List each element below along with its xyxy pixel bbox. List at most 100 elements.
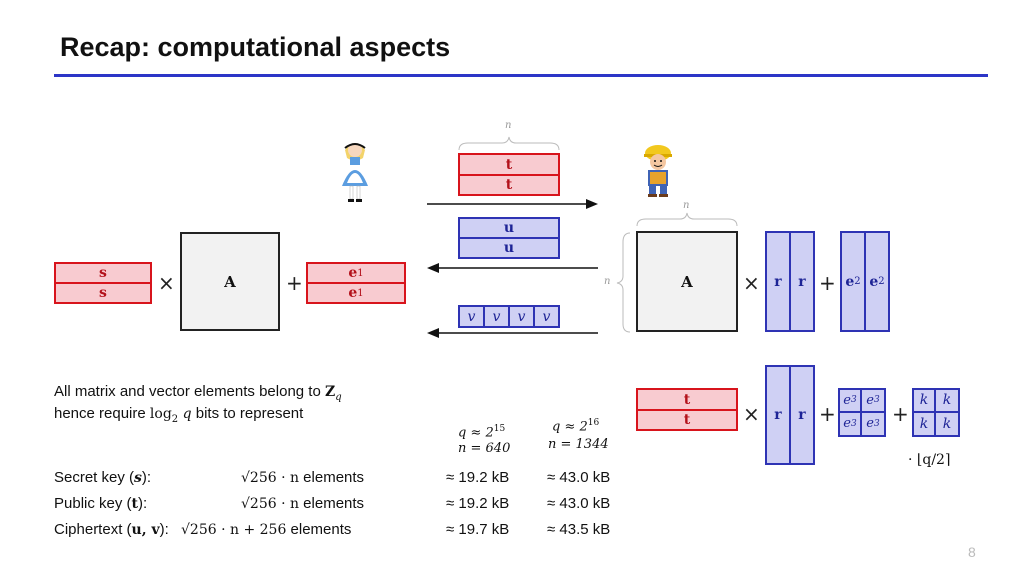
e1-sub: 1: [357, 267, 364, 279]
param-q-2-text: q ≈ 2: [552, 419, 588, 435]
param-n-2: n = 1344: [548, 437, 609, 452]
r-col-1: r: [767, 367, 791, 463]
plus-operator: +: [286, 271, 303, 295]
public-key-t-vector: t t: [458, 153, 560, 196]
size-formula-ciphertext: √256 · n + 256 elements: [181, 521, 351, 538]
e1-label: e: [348, 285, 358, 301]
param-n-1: n = 640: [458, 441, 511, 456]
v-cell-4: v: [542, 308, 551, 325]
e3-sub: 3: [873, 418, 880, 429]
t-row-2: t: [505, 177, 513, 193]
note-line-2: hence require log2 q bits to represent: [54, 405, 303, 425]
e2-sub: 2: [878, 276, 885, 287]
note-line-1: All matrix and vector elements belong to…: [54, 383, 342, 403]
v-cell-3: v: [510, 307, 535, 326]
u-row-2: u: [503, 240, 515, 256]
note-line-2-text: hence require: [54, 405, 150, 422]
s-row-2: s: [99, 285, 107, 301]
e2-label: e: [845, 273, 855, 290]
page-title: Recap: computational aspects: [60, 32, 451, 62]
times-operator: ×: [743, 402, 760, 426]
e3-sub: 3: [850, 395, 857, 406]
r-col-1: r: [767, 233, 791, 330]
plus-operator: +: [819, 402, 836, 426]
times-operator: ×: [743, 271, 760, 295]
size-unit: elements: [299, 495, 365, 512]
t-row-1: t: [460, 155, 558, 176]
arrow-left-v: [427, 328, 598, 338]
u-row-1: u: [460, 219, 558, 239]
size-close: ):: [138, 495, 148, 512]
randomness-r-matrix: r r: [765, 231, 815, 332]
size-formula-public-key: √256 · n elements: [241, 495, 364, 512]
e3-label: e: [866, 392, 874, 408]
dimension-n-left: n: [604, 276, 611, 287]
k-cell: k: [914, 390, 936, 413]
e3-label: e: [866, 416, 874, 432]
e2-sub: 2: [854, 276, 861, 287]
v-cell-2: v: [485, 307, 510, 326]
r-col-2: r: [798, 407, 806, 423]
log-base: 2: [171, 414, 179, 425]
e3-sub: 3: [850, 418, 857, 429]
k-cell: k: [942, 415, 952, 432]
size-row-secret-key: Secret key (s):: [54, 469, 151, 486]
size-v1-ciphertext: ≈ 19.7 kB: [446, 521, 510, 538]
size-label: Public key (: [54, 495, 132, 512]
e3-label: e: [843, 392, 851, 408]
plus-operator: +: [892, 402, 909, 426]
size-formula-secret-key: √256 · n elements: [241, 469, 364, 486]
matrix-a-alice: A: [180, 232, 280, 331]
size-v2-public-key: ≈ 43.0 kB: [547, 495, 611, 512]
e3-sub: 3: [873, 395, 880, 406]
field-z-sub: q: [335, 392, 342, 403]
matrix-a-bob: A: [636, 231, 738, 332]
size-v1-public-key: ≈ 19.2 kB: [446, 495, 510, 512]
rounding-factor: · ⌊q/2⌉: [908, 452, 951, 468]
page-number: 8: [968, 544, 976, 560]
brace-a-top: [636, 212, 738, 227]
t-row-2: t: [683, 412, 691, 428]
plus-operator: +: [819, 271, 836, 295]
log-label: log: [149, 406, 172, 422]
param-q-1-exp: 15: [493, 424, 506, 434]
e1-label: e: [348, 265, 358, 281]
arrow-right-t: [427, 199, 598, 209]
size-sym: s: [134, 470, 142, 486]
k-cell: k: [936, 390, 958, 413]
ciphertext-v-vector: v v v v: [458, 305, 560, 328]
dimension-n-t: n: [505, 120, 512, 131]
size-unit: elements: [299, 469, 365, 486]
size-label: Secret key (: [54, 469, 135, 486]
k-cell: k: [914, 412, 936, 435]
t-row-1: t: [638, 390, 736, 411]
size-v2-ciphertext: ≈ 43.5 kB: [547, 521, 611, 538]
dimension-n-top: n: [683, 200, 690, 211]
size-unit: elements: [286, 521, 352, 538]
v-cell-1: v: [460, 307, 485, 326]
param-q-2: q ≈ 216: [552, 418, 599, 434]
public-key-t-vector-bob: t t: [636, 388, 738, 431]
size-row-ciphertext: Ciphertext (u, v):: [54, 521, 169, 538]
randomness-r-matrix-bob: r r: [765, 365, 815, 465]
param-q-1-text: q ≈ 2: [458, 425, 494, 441]
size-row-public-key: Public key (t):: [54, 495, 147, 512]
param-q-1: q ≈ 215: [458, 424, 505, 440]
size-formula: √256 · n: [241, 496, 300, 512]
e1-sub: 1: [357, 287, 364, 299]
message-k-matrix: k k k k: [912, 388, 960, 437]
ciphertext-u-vector: u u: [458, 217, 560, 259]
field-z: Z: [324, 384, 336, 400]
title-underline: [54, 74, 988, 77]
size-v1-secret-key: ≈ 19.2 kB: [446, 469, 510, 486]
size-label: Ciphertext (: [54, 521, 132, 538]
